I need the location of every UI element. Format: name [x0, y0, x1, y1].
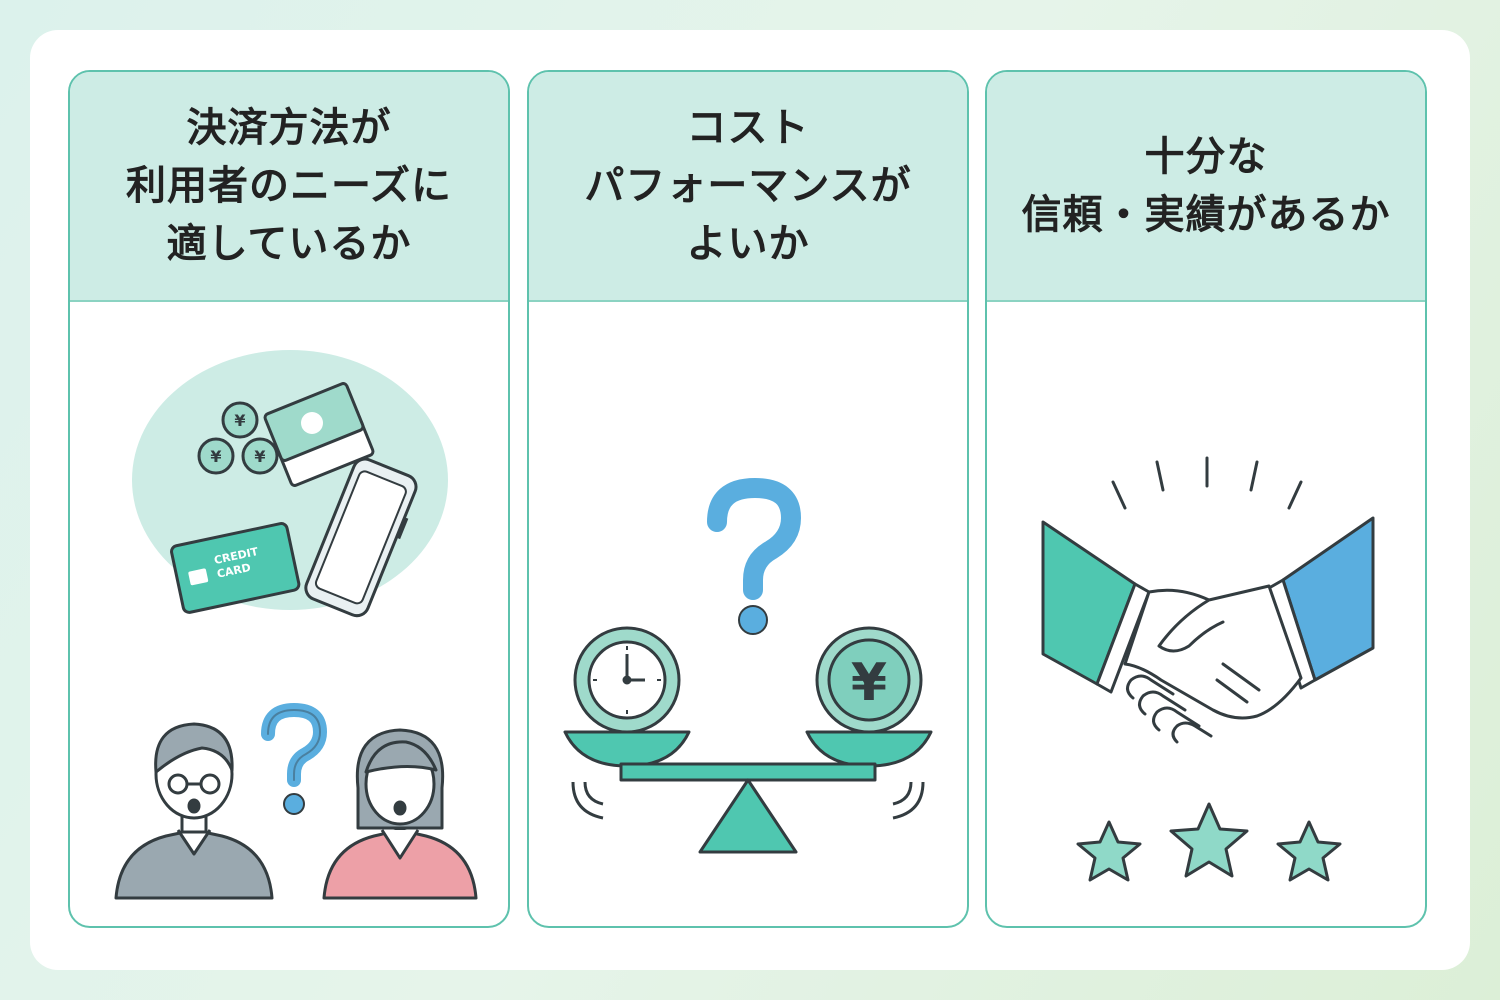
- card-title-line: 利用者のニーズに: [126, 163, 452, 209]
- banknote-icon: [263, 382, 375, 487]
- card-title-line: よいか: [686, 221, 810, 267]
- card-trust-record: 十分な 信頼・実績があるか: [985, 70, 1427, 928]
- content-sheet: 決済方法が 利用者のニーズに 適しているか: [30, 30, 1470, 970]
- card-title-line: 決済方法が: [186, 105, 392, 151]
- coin-icon: [197, 401, 279, 475]
- card-header: コスト パフォーマンスが よいか: [529, 72, 967, 302]
- question-mark-icon: [261, 702, 328, 815]
- yen-symbol: ¥: [851, 653, 887, 713]
- balance-scale-icon: [563, 730, 933, 854]
- credit-card-icon: CREDIT CARD: [170, 522, 301, 614]
- handshake-icon: [1041, 516, 1375, 744]
- clock-icon: [573, 626, 681, 734]
- smartphone-icon: [304, 457, 418, 618]
- card-cost-performance: コスト パフォーマンスが よいか: [527, 70, 969, 928]
- coin-symbol: ¥: [234, 411, 245, 430]
- woman-avatar: [322, 728, 478, 900]
- card-illustration: [987, 302, 1425, 926]
- card-header: 十分な 信頼・実績があるか: [987, 72, 1425, 302]
- star-icon: [1169, 802, 1249, 878]
- card-title-line: 適しているか: [166, 221, 412, 267]
- question-mark-icon: [707, 477, 802, 635]
- yen-coin-icon: [815, 626, 923, 734]
- card-title-line: コスト: [686, 105, 810, 151]
- card-illustration: ¥: [529, 302, 967, 926]
- card-title-line: 十分な: [1144, 134, 1268, 180]
- card-title-line: パフォーマンスが: [584, 163, 912, 209]
- card-header: 決済方法が 利用者のニーズに 適しているか: [70, 72, 508, 302]
- star-icon: [1276, 820, 1342, 882]
- man-avatar: [114, 722, 274, 900]
- sparkle-lines: [1111, 456, 1303, 510]
- star-icon: [1076, 820, 1142, 882]
- coin-symbol: ¥: [254, 447, 265, 466]
- coin-symbol: ¥: [210, 447, 221, 466]
- card-title-line: 信頼・実績があるか: [1021, 192, 1391, 238]
- card-illustration: ¥ ¥ ¥ CREDIT CARD: [70, 302, 508, 926]
- card-payment-method: 決済方法が 利用者のニーズに 適しているか: [68, 70, 510, 928]
